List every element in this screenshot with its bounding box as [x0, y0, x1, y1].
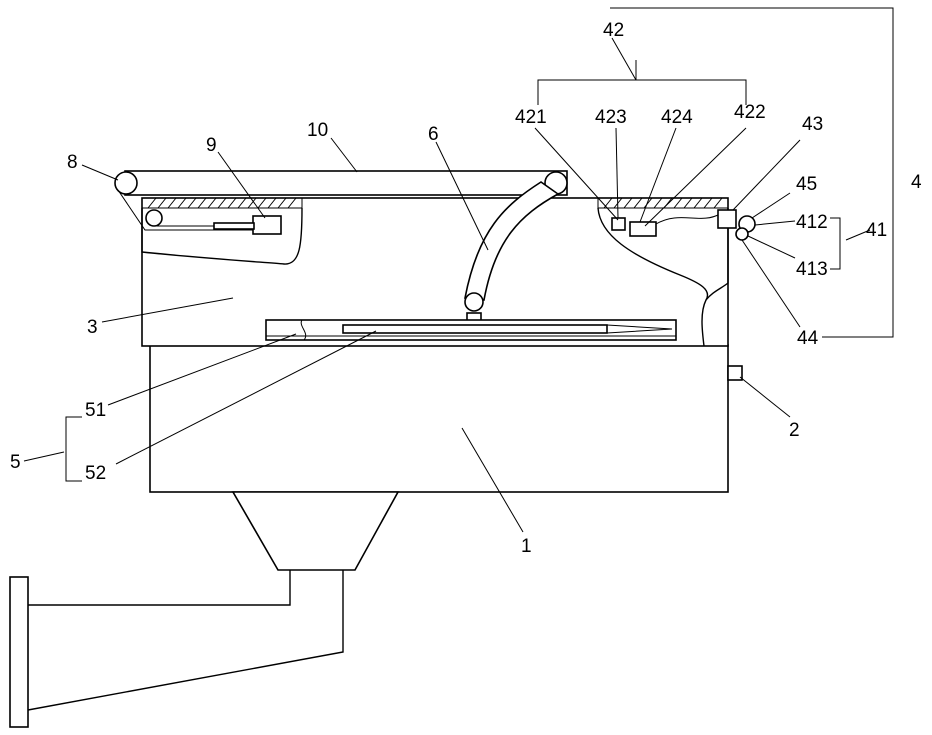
label-44: 44: [797, 328, 819, 349]
label-42: 42: [603, 20, 624, 41]
label-424: 424: [661, 107, 693, 128]
funnel: [233, 492, 398, 570]
label-421: 421: [515, 107, 547, 128]
label-6: 6: [428, 124, 439, 145]
bracket-5: [66, 417, 82, 481]
label-45: 45: [796, 174, 817, 195]
label-1: 1: [521, 536, 532, 557]
label-8: 8: [67, 152, 78, 173]
label-412: 412: [796, 212, 828, 233]
latch-block-43: [718, 210, 736, 228]
label-52: 52: [85, 463, 106, 484]
label-413: 413: [796, 259, 828, 280]
bracket-arm: [28, 570, 290, 605]
latch-423: [612, 218, 625, 230]
label-9: 9: [206, 135, 217, 156]
motor-9: [253, 216, 281, 234]
latch-424: [630, 222, 656, 236]
housing-body: [150, 345, 728, 492]
label-2: 2: [789, 420, 800, 441]
pulley: [146, 210, 162, 226]
label-51: 51: [85, 400, 106, 421]
filter-screen-52: [343, 325, 607, 333]
arm-pivot: [465, 293, 483, 311]
label-4: 4: [911, 172, 922, 193]
side-port: [728, 366, 742, 380]
label-41: 41: [866, 220, 887, 241]
bracket-42: [538, 80, 746, 105]
label-423: 423: [595, 107, 627, 128]
wall-plate: [10, 577, 28, 727]
bracket-41: [830, 218, 840, 269]
label-43: 43: [802, 114, 823, 135]
gear-44: [736, 228, 748, 240]
label-5: 5: [10, 452, 21, 473]
lid: [125, 171, 567, 195]
label-10: 10: [307, 120, 328, 141]
label-422: 422: [734, 102, 766, 123]
label-3: 3: [87, 317, 98, 338]
bracket-brace: [28, 570, 343, 710]
